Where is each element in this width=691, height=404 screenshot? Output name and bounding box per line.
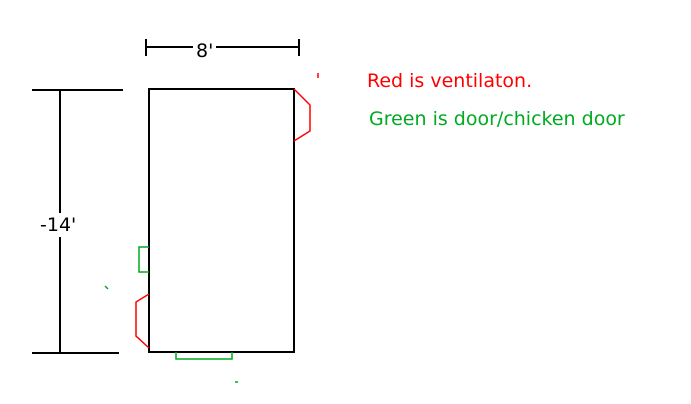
legend-door: Green is door/chicken door <box>369 108 625 130</box>
width-dimension-label: 8' <box>193 40 217 62</box>
coop-outline <box>148 88 295 353</box>
length-dimension-label: -14' <box>38 213 79 237</box>
legend-ventilation: Red is ventilaton. <box>367 70 533 92</box>
width-dimension <box>145 39 300 56</box>
chicken-door-left-wall <box>138 246 149 273</box>
ventilation-bottom-left <box>135 293 150 349</box>
door-bottom-wall <box>175 352 233 360</box>
door-speck-left <box>104 285 109 290</box>
ventilation-top-right <box>293 88 311 142</box>
